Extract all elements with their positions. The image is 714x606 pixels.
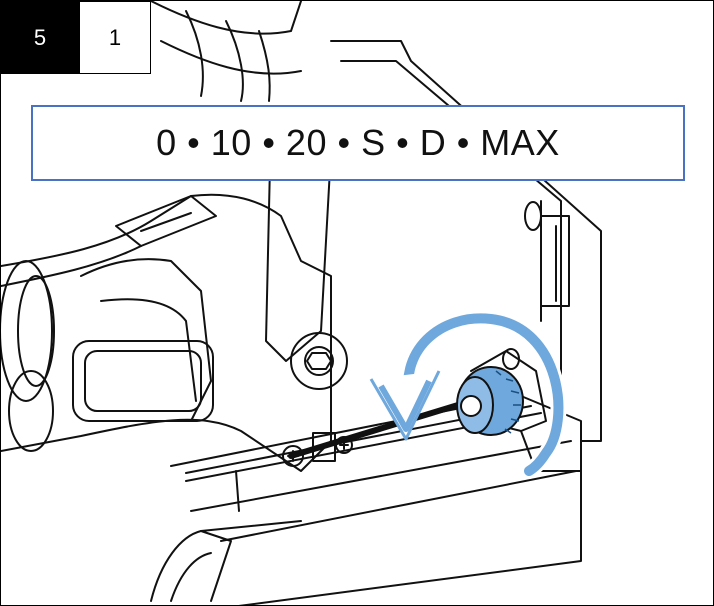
depth-settings-text: 0 • 10 • 20 • S • D • MAX bbox=[156, 122, 560, 163]
depth-knob bbox=[456, 366, 524, 436]
curved-rotation-arrow-icon bbox=[369, 310, 567, 479]
sub-step-number: 1 bbox=[79, 1, 151, 74]
step-number: 5 bbox=[1, 1, 79, 74]
depth-settings-banner: 0 • 10 • 20 • S • D • MAX bbox=[31, 105, 685, 181]
